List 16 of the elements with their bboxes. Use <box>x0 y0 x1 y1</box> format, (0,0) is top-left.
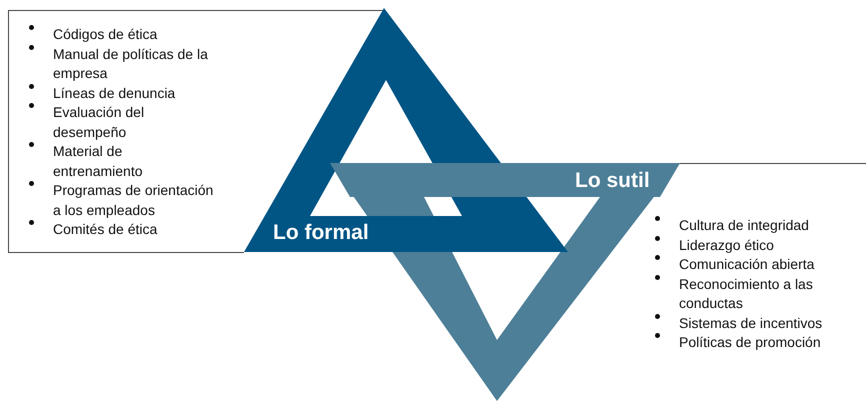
bullet-text: Evaluación del desempeño <box>53 104 144 140</box>
bullet-text: Sistemas de incentivos <box>679 314 822 330</box>
bullet-text: Programas de orientación a los empleados <box>53 182 214 218</box>
bullet-text: Líneas de denuncia <box>53 84 176 100</box>
bullet-text: Manual de políticas de la empresa <box>53 46 208 81</box>
bullet-text: Liderazgo ético <box>679 236 774 252</box>
bullet-text: Políticas de promoción <box>679 334 821 350</box>
bullet-text: Comités de ética <box>53 221 158 237</box>
bullet-text: Reconocimiento a las conductas <box>679 276 813 311</box>
triangle-title: Lo sutil <box>575 169 650 193</box>
bullet-text: Material de entrenamiento <box>53 143 143 178</box>
bullet-text: Cultura de integridad <box>679 217 809 233</box>
list-panel <box>8 10 244 253</box>
bullet-text: Códigos de ética <box>53 26 158 42</box>
triangle-title: Lo formal <box>273 221 369 245</box>
bullet-text: Comunicación abierta <box>679 256 814 272</box>
